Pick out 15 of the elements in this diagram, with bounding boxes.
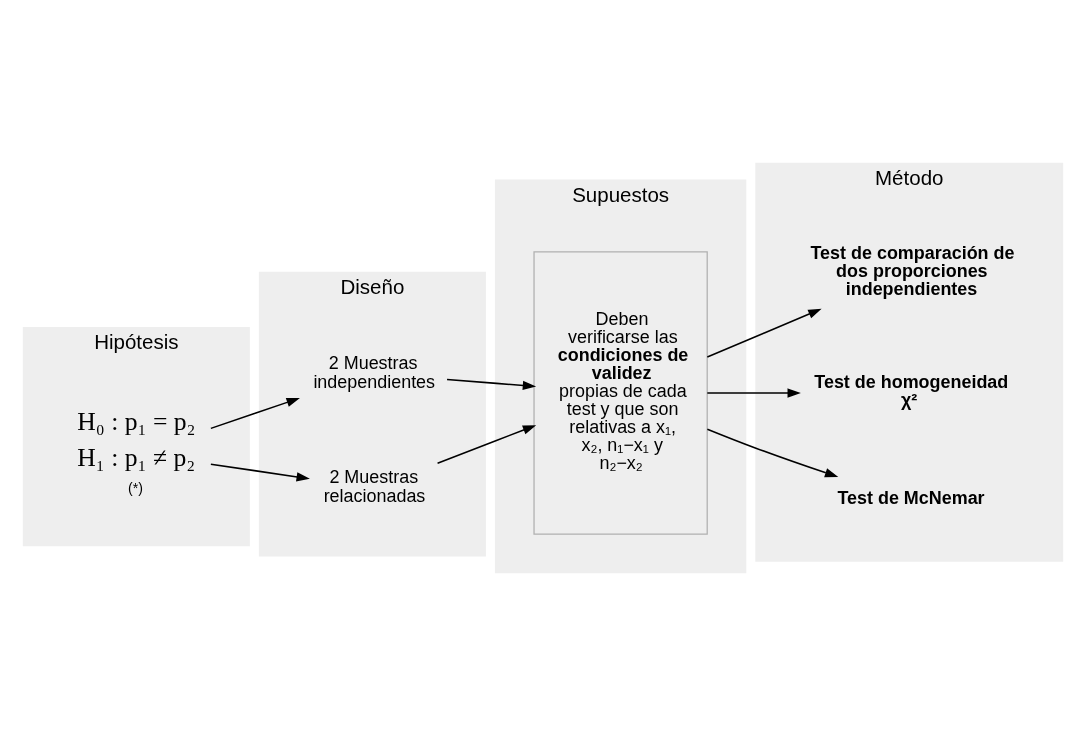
arrow <box>210 397 300 429</box>
node-text: Test de homogeneidad χ² <box>814 371 1009 410</box>
arrow <box>436 424 537 464</box>
node-text: H₀ : p₁ = p₂ H₁ : p₁ ≠ p₂ <box>77 406 196 472</box>
node-text: 2 Muestras independientes <box>313 352 436 392</box>
arrow <box>210 462 310 482</box>
node-box: Deben verificarse las condiciones de validez propias de cada test y que son relativas a x₁, x₂, n₁−x₁ y n₂−x₂ <box>533 250 708 535</box>
node-label: (*) <box>128 479 143 496</box>
node-text: 2 Muestras relacionadas <box>323 466 426 506</box>
node-text: Test de comparación de dos proporciones independientes <box>810 242 1015 298</box>
arrow <box>706 387 801 398</box>
arrow <box>446 378 537 390</box>
arrow <box>706 308 822 358</box>
arrow <box>706 427 839 477</box>
node-text: Test de McNemar <box>837 487 985 508</box>
